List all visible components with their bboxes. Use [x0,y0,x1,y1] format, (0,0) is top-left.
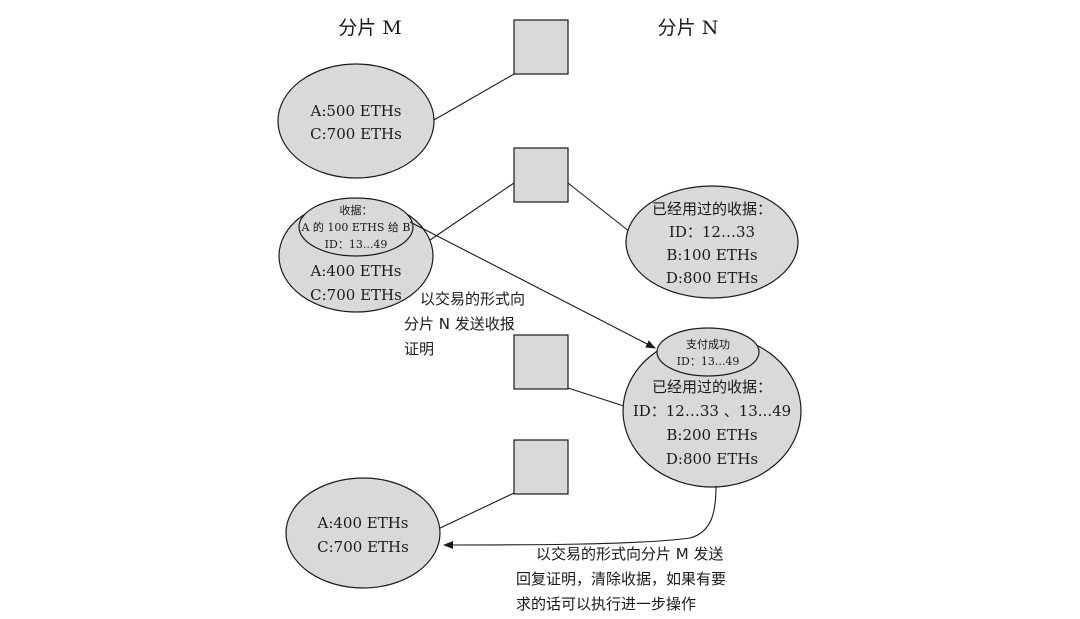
receipt-line1: A 的 100 ETHS 给 B [300,220,410,234]
payment-success-bubble [656,327,760,377]
reply-note-line1: 以交易的形式向分片 M 发送 [536,545,723,563]
shard-n-header: 分片 N [658,17,719,39]
m-state-2-line1: A:400 ETHs [309,262,401,280]
shard-m-header: 分片 M [338,17,402,39]
n-state-1-title: 已经用过的收据： [652,200,772,218]
reply-note-line3: 求的话可以执行进一步操作 [516,595,696,613]
link-block-2-m-state-2 [429,182,515,241]
reply-note-line2: 回复证明，清除收据，如果有要 [516,570,726,588]
n-state-1-line1: ID：12…33 [669,223,755,241]
m-state-3-line2: C:700 ETHs [317,538,409,556]
receipt-line2: ID：13...49 [325,238,388,251]
send-note-line1: 以交易的形式向 [420,290,525,308]
link-block-4-m-state-3 [435,492,515,531]
n-state-2-line1: ID：12…33 、13...49 [633,402,791,420]
n-state-1: 已经用过的收据： ID：12…33 B:100 ETHs D:800 ETHs [625,185,799,299]
send-proof-arrow [409,221,656,349]
m-state-3: A:400 ETHs C:700 ETHs [285,477,441,589]
m-state-1: A:500 ETHs C:700 ETHs [277,63,435,179]
n-state-2-line2: B:200 ETHs [666,426,757,444]
n-state-1-line3: D:800 ETHs [666,269,758,287]
reply-proof-arrow [443,485,717,549]
payment-success-id: ID：13...49 [677,355,740,368]
n-state-2: 支付成功 ID：13...49 已经用过的收据： ID：12…33 、13...… [622,327,802,488]
m-state-1-line1: A:500 ETHs [309,102,401,120]
payment-success-title: 支付成功 [686,338,730,351]
n-state-2-title: 已经用过的收据： [652,378,772,396]
link-block-1-m-state-1 [433,73,515,121]
link-block-3-n-state-2 [567,387,631,409]
m-state-2: 收据： A 的 100 ETHS 给 B ID：13...49 A:400 ET… [278,197,434,313]
send-proof-note: 以交易的形式向 分片 N 发送收报 证明 [404,290,525,358]
receipt-title: 收据： [340,203,373,217]
block-2 [513,147,569,203]
n-state-1-line2: B:100 ETHs [666,246,757,264]
block-3 [513,334,569,390]
block-1 [513,19,569,75]
m-state-1-line2: C:700 ETHs [310,125,402,143]
send-note-line2: 分片 N 发送收报 [404,315,515,333]
send-note-line3: 证明 [404,340,434,358]
reply-proof-note: 以交易的形式向分片 M 发送 回复证明，清除收据，如果有要 求的话可以执行进一步… [516,545,726,613]
link-block-2-n-state-1 [567,182,631,233]
m-state-3-line1: A:400 ETHs [316,514,408,532]
block-4 [513,439,569,495]
m-state-2-line2: C:700 ETHs [310,286,402,304]
n-state-2-line3: D:800 ETHs [666,450,758,468]
receipt-bubble [298,197,414,257]
